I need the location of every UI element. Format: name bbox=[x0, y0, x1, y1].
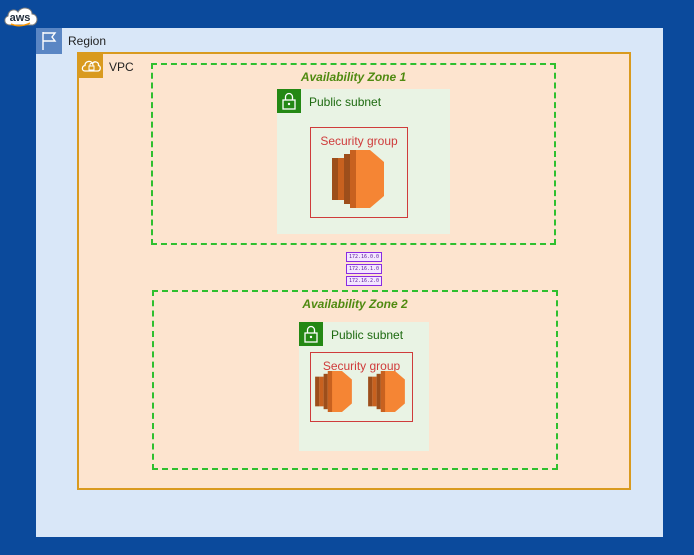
subnet-1-label: Public subnet bbox=[309, 95, 382, 109]
vpc-cloud-lock-icon bbox=[79, 54, 103, 78]
cidr-block-stack: 172.16.0.0 172.16.1.0 172.16.2.0 bbox=[346, 252, 382, 288]
availability-zone-1: Availability Zone 1 bbox=[151, 63, 556, 245]
region-flag-icon bbox=[36, 28, 62, 54]
ec2-instance-icon bbox=[368, 371, 405, 412]
availability-zone-2: Availability Zone 2 bbox=[152, 290, 558, 470]
cidr-block: 172.16.1.0 bbox=[346, 264, 382, 274]
security-group-2: Security group bbox=[310, 352, 413, 422]
az-1-label: Availability Zone 1 bbox=[300, 70, 407, 84]
aws-logo-icon: aws bbox=[4, 7, 38, 27]
cidr-block: 172.16.2.0 bbox=[346, 276, 382, 286]
region-label: Region bbox=[68, 34, 107, 48]
aws-logo-text: aws bbox=[10, 12, 31, 24]
subnet-2-label: Public subnet bbox=[331, 328, 404, 342]
security-group-1-label: Security group bbox=[320, 134, 398, 148]
ec2-instance-icon bbox=[332, 150, 384, 208]
security-group-1: Security group bbox=[310, 127, 408, 218]
cidr-block: 172.16.0.0 bbox=[346, 252, 382, 262]
ec2-instance-icon bbox=[315, 371, 352, 412]
subnet-lock-icon bbox=[299, 322, 323, 346]
subnet-lock-icon bbox=[277, 89, 301, 113]
az-2-label: Availability Zone 2 bbox=[302, 297, 408, 311]
vpc-label: VPC bbox=[109, 60, 134, 74]
security-group-2-label: Security group bbox=[322, 359, 401, 373]
